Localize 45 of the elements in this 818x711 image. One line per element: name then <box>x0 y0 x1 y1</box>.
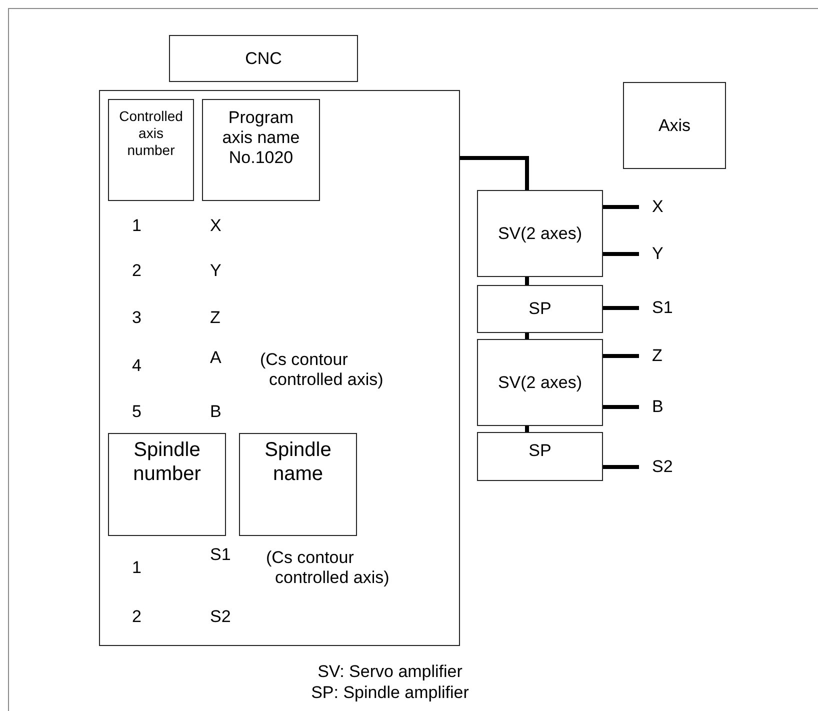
axis-name: S2 <box>639 456 679 478</box>
table-header: Spindle name <box>239 433 357 536</box>
axis-name: Y <box>639 243 679 265</box>
connection-line <box>603 405 639 409</box>
axis-name: Y <box>210 261 222 281</box>
table-header: Spindle number <box>108 433 226 536</box>
connection-line <box>525 426 529 432</box>
row-number: 1 <box>132 558 142 578</box>
row-number: 1 <box>132 216 142 236</box>
table-header: Controlled axis number <box>108 99 194 201</box>
legend-text: SV: Servo amplifier <box>316 662 464 682</box>
connection-line <box>460 156 529 190</box>
row-number: 2 <box>132 261 142 281</box>
row-number: 4 <box>132 356 142 376</box>
amplifier-box: SV(2 axes) <box>477 339 603 426</box>
connection-line <box>525 277 529 285</box>
connection-line <box>603 205 639 209</box>
controller-box: CNC <box>169 35 358 82</box>
connection-line <box>603 354 639 358</box>
axis-name: Z <box>210 308 220 328</box>
row-number: 3 <box>132 308 142 328</box>
axis-name: X <box>639 196 679 218</box>
spindle-note: (Cs contour controlled axis) <box>266 548 390 588</box>
connection-line <box>525 333 529 339</box>
row-number: 5 <box>132 402 142 422</box>
connection-line <box>603 306 639 310</box>
table-header: Program axis name No.1020 <box>202 99 320 201</box>
row-number: 2 <box>132 607 142 627</box>
amplifier-box: SV(2 axes) <box>477 190 603 277</box>
spindle-name: S1 <box>210 545 231 565</box>
axis-name: A <box>210 348 222 368</box>
amplifier-box: SP <box>477 432 603 481</box>
connection-line <box>603 465 639 469</box>
legend-box: Axis <box>623 82 726 169</box>
spindle-name: S2 <box>210 607 231 627</box>
axis-name: S1 <box>639 297 679 319</box>
legend-text: SP: Spindle amplifier <box>310 683 470 703</box>
axis-note: (Cs contour controlled axis) <box>260 350 384 390</box>
amplifier-box: SP <box>477 285 603 333</box>
axis-name: B <box>210 402 222 422</box>
axis-name: X <box>210 216 222 236</box>
axis-name: Z <box>639 345 679 367</box>
axis-name: B <box>639 396 679 418</box>
connection-line <box>603 252 639 256</box>
controller-panel <box>99 90 460 646</box>
